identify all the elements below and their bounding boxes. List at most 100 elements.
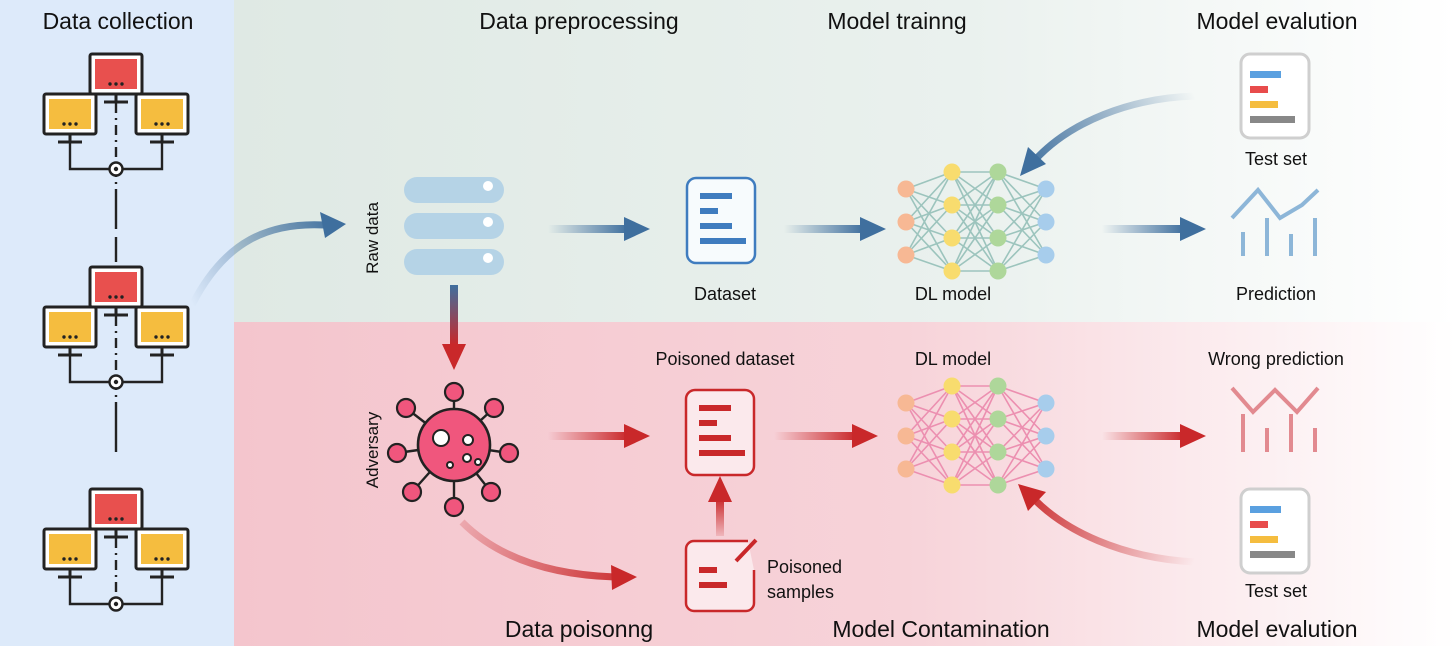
virus-spike-tip bbox=[443, 496, 465, 518]
model-to-prediction-arrow bbox=[1102, 217, 1206, 241]
adversary-to-samples-arrow bbox=[459, 519, 637, 590]
network-edge bbox=[997, 402, 1047, 486]
computer-network bbox=[44, 54, 188, 611]
dl-model-label: DL model bbox=[915, 284, 991, 304]
network-node bbox=[989, 229, 1007, 247]
network-edge bbox=[905, 171, 953, 223]
network-edge bbox=[951, 237, 999, 272]
virus-spot bbox=[446, 461, 454, 469]
wrong-prediction-label: Wrong prediction bbox=[1208, 349, 1344, 369]
network-edge bbox=[905, 418, 953, 470]
poisoned-dataset-label: Poisoned dataset bbox=[655, 349, 794, 369]
heading-model-evaluation-bottom: Model evalution bbox=[1196, 616, 1357, 642]
document-icon bbox=[684, 538, 758, 613]
network-node bbox=[1037, 394, 1055, 412]
poisoned-samples-label-line2: samples bbox=[767, 582, 834, 602]
raw-to-dataset-arrow bbox=[548, 217, 650, 241]
network-node bbox=[943, 262, 961, 280]
network-node bbox=[943, 410, 961, 428]
virus-spike-tip bbox=[480, 481, 502, 503]
virus-spike-tip bbox=[395, 397, 417, 419]
network-node bbox=[989, 443, 1007, 461]
network-node bbox=[1037, 180, 1055, 198]
poisoned-samples-label-line1: Poisoned bbox=[767, 557, 842, 577]
network-node bbox=[897, 213, 915, 231]
network-node bbox=[989, 410, 1007, 428]
samples-to-dataset-arrow bbox=[708, 476, 732, 536]
virus-spike-tip bbox=[498, 442, 520, 464]
network-node bbox=[1037, 213, 1055, 231]
network-node bbox=[943, 163, 961, 181]
virus-spot bbox=[474, 458, 482, 466]
network-node bbox=[989, 196, 1007, 214]
network-edge bbox=[951, 385, 999, 486]
network-edge bbox=[905, 171, 953, 256]
test-to-model-arrow bbox=[1020, 92, 1196, 176]
network-node bbox=[989, 262, 1007, 280]
collection-to-raw-arrow bbox=[188, 212, 346, 307]
virus-spike-tip bbox=[483, 397, 505, 419]
network-edge bbox=[951, 204, 999, 272]
network-edge bbox=[997, 188, 1047, 272]
network-edge bbox=[905, 385, 953, 470]
heading-model-contamination: Model Contamination bbox=[832, 616, 1049, 642]
network-edge bbox=[951, 171, 999, 272]
network-node bbox=[897, 180, 915, 198]
test-to-poisoned-model-arrow bbox=[1018, 484, 1196, 566]
virus-spike-tip bbox=[443, 381, 465, 403]
virus-spot bbox=[462, 453, 472, 463]
network-edge bbox=[951, 385, 999, 453]
prediction-label: Prediction bbox=[1236, 284, 1316, 304]
virus-spike-tip bbox=[386, 442, 408, 464]
network-edge bbox=[997, 221, 1047, 272]
dataset-label: Dataset bbox=[694, 284, 756, 304]
network-node bbox=[1037, 246, 1055, 264]
heading-data-collection: Data collection bbox=[43, 8, 194, 34]
server-icon bbox=[404, 177, 504, 275]
raw-data-label: Raw data bbox=[363, 202, 382, 274]
heading-model-training: Model trainng bbox=[827, 8, 966, 34]
report-icon bbox=[1239, 52, 1311, 140]
network-edge bbox=[997, 402, 1047, 453]
network-node bbox=[943, 443, 961, 461]
network-node bbox=[943, 229, 961, 247]
test-set-label-bottom: Test set bbox=[1245, 581, 1307, 601]
virus-spot bbox=[462, 434, 474, 446]
network-edge bbox=[951, 418, 999, 486]
dataset-to-model-arrow bbox=[784, 217, 886, 241]
network-edge bbox=[951, 171, 999, 239]
network-edge bbox=[951, 385, 999, 420]
report-icon bbox=[1239, 487, 1311, 575]
chart-icon bbox=[1230, 386, 1320, 452]
poisoned-pipeline-panel bbox=[234, 322, 1456, 646]
network-node bbox=[897, 394, 915, 412]
document-icon bbox=[684, 388, 756, 477]
network-node bbox=[989, 377, 1007, 395]
virus-body bbox=[416, 407, 492, 483]
network-edge bbox=[905, 204, 953, 256]
neural-network-icon bbox=[897, 163, 1055, 280]
raw-to-adversary-arrow bbox=[442, 285, 466, 370]
network-node bbox=[943, 377, 961, 395]
virus-spike-tip bbox=[401, 481, 423, 503]
network-edge bbox=[905, 385, 953, 437]
poisoned-dataset-to-model-arrow bbox=[774, 424, 878, 448]
network-node bbox=[1037, 460, 1055, 478]
model-to-wrong-prediction-arrow bbox=[1102, 424, 1206, 448]
network-node bbox=[897, 460, 915, 478]
adversary-to-poisoned-dataset-arrow bbox=[548, 424, 650, 448]
network-edge bbox=[997, 188, 1047, 239]
heading-data-preprocessing: Data preprocessing bbox=[479, 8, 678, 34]
test-set-label-top: Test set bbox=[1245, 149, 1307, 169]
network-edge bbox=[951, 171, 999, 206]
network-node bbox=[897, 427, 915, 445]
adversary-label: Adversary bbox=[363, 411, 382, 488]
network-node bbox=[943, 196, 961, 214]
document-icon bbox=[685, 176, 757, 265]
network-edge bbox=[951, 451, 999, 486]
network-node bbox=[989, 476, 1007, 494]
network-node bbox=[1037, 427, 1055, 445]
heading-model-evaluation-top: Model evalution bbox=[1196, 8, 1357, 34]
